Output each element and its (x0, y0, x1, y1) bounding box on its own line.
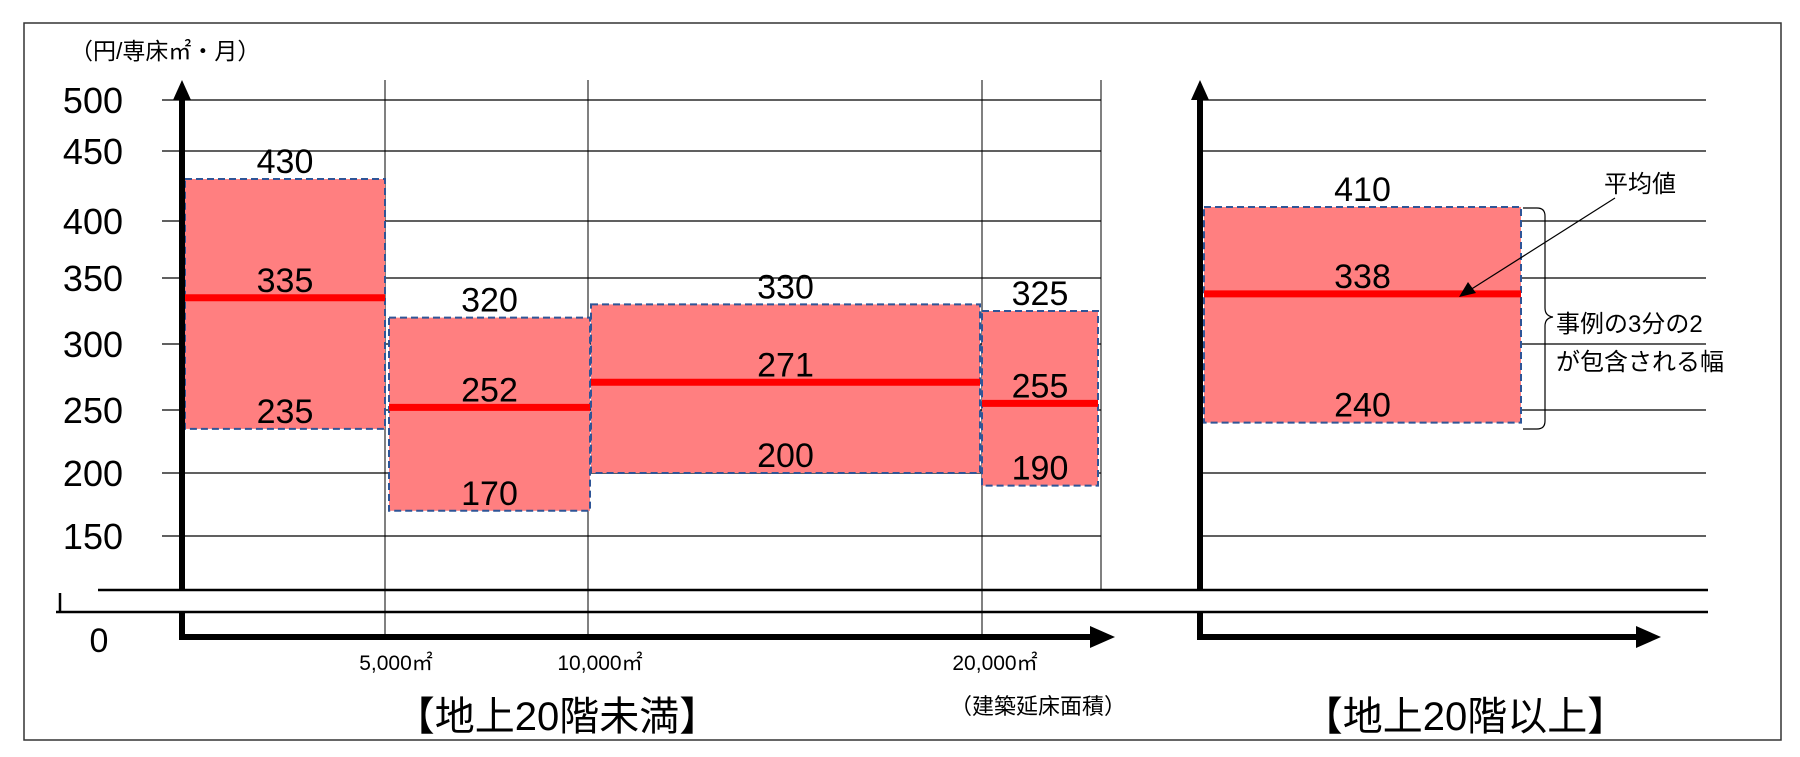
range-bar (1203, 206, 1522, 424)
mean-value-label: 271 (757, 346, 814, 384)
mean-annotation-label: 平均値 (1604, 171, 1676, 198)
range-bar (981, 310, 1099, 487)
x-tick-label-20000: 20,000㎡ (952, 651, 1037, 675)
y-tick-label: 250 (63, 390, 123, 431)
mean-value-label: 338 (1334, 258, 1391, 296)
x-axis-title: （建築延床面積） (950, 694, 1126, 719)
low-value-label: 200 (757, 437, 814, 475)
y-tick-label: 300 (63, 324, 123, 365)
range-bar (590, 303, 981, 474)
y-axis-left-arrowhead (173, 80, 191, 100)
range-box-4: 410 338 240 (1203, 171, 1522, 425)
origin-label: 0 (90, 622, 109, 660)
high-value-label: 410 (1334, 171, 1391, 209)
x-axis-left-arrowhead (1090, 626, 1115, 648)
y-tick-label: 350 (63, 258, 123, 299)
range-box-2: 330 271 200 (590, 268, 981, 475)
y-tick-label: 200 (63, 453, 123, 494)
low-value-label: 190 (1012, 450, 1069, 488)
x-axis-right (1197, 612, 1638, 640)
range-box-3: 325 255 190 (981, 275, 1099, 488)
x-tick-label-5000: 5,000㎡ (359, 651, 433, 675)
range-bar (184, 178, 386, 430)
mean-value-label: 255 (1012, 367, 1069, 405)
mean-value-label: 335 (257, 262, 314, 300)
x-axis-right-arrowhead (1636, 626, 1661, 648)
range-box-0: 430 335 235 (184, 143, 386, 431)
y-tick-label: 500 (63, 80, 123, 121)
range-annotation-line1: 事例の3分の2 (1556, 311, 1703, 338)
range-annotation-line2: が包含される幅 (1556, 349, 1724, 376)
low-value-label: 235 (257, 393, 314, 431)
high-value-label: 325 (1012, 275, 1069, 313)
mean-annotation-arrowhead (1459, 282, 1476, 297)
y-tick-label: 400 (63, 201, 123, 242)
range-box-1: 320 252 170 (388, 282, 591, 513)
mean-annotation-arrow-line (1469, 197, 1616, 291)
mean-value-label: 252 (461, 371, 518, 409)
group-title-20-floors-and-above: 【地上20階以上】 (1303, 695, 1628, 739)
y-tick-labels: 500 450 400 350 300 250 200 150 (63, 80, 123, 557)
high-value-label: 330 (757, 268, 814, 306)
x-tick-label-10000: 10,000㎡ (557, 651, 642, 675)
high-value-label: 320 (461, 282, 518, 320)
y-tick-label: 150 (63, 516, 123, 557)
low-value-label: 170 (461, 475, 518, 513)
y-axis-right-arrowhead (1191, 80, 1209, 100)
y-axis-unit-label: （円/専床㎡・月） (70, 38, 260, 64)
high-value-label: 430 (257, 143, 314, 181)
range-boxes: 430 335 235 320 252 170 330 271 200 325 255 190 410 3… (184, 143, 1522, 513)
x-axis-left (179, 612, 1092, 640)
range-brace (1523, 207, 1554, 430)
range-bar (388, 316, 591, 512)
low-value-label: 240 (1334, 387, 1391, 425)
y-tick-label: 450 (63, 131, 123, 172)
group-title-below-20-floors: 【地上20階未満】 (395, 695, 720, 739)
